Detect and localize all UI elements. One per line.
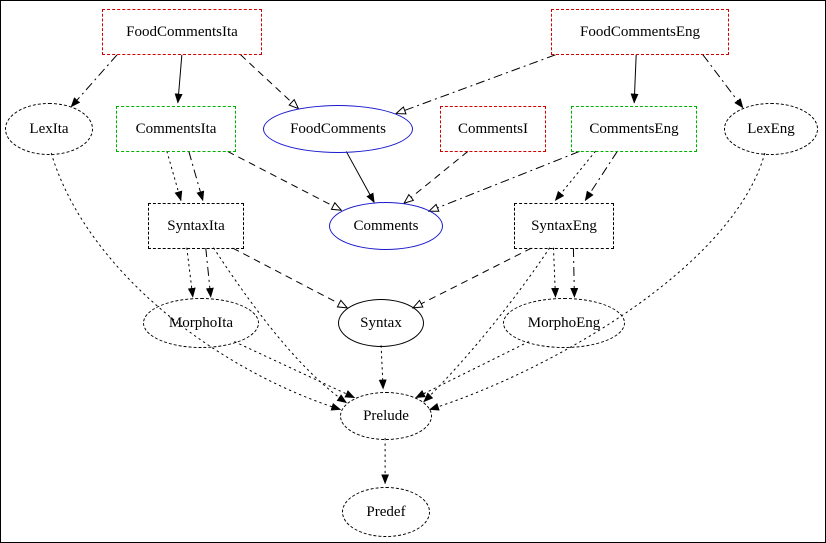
node-FoodCommentsIta: FoodCommentsIta xyxy=(102,9,262,55)
node-MorphoIta: MorphoIta xyxy=(143,298,259,348)
edge-Syntax-to-Prelude xyxy=(378,345,387,390)
edge-CommentsI-to-Comments xyxy=(404,151,469,203)
node-CommentsIta: CommentsIta xyxy=(116,106,236,152)
edge-CommentsEng-to-Comments xyxy=(429,150,580,211)
edge-CommentsIta-to-SyntaxIta xyxy=(166,150,183,202)
node-CommentsI: CommentsI xyxy=(440,106,546,152)
edge-SyntaxIta-to-Prelude xyxy=(213,247,348,404)
edge-SyntaxIta-to-MorphoIta xyxy=(205,248,214,298)
edge-CommentsEng-to-SyntaxEng xyxy=(554,150,596,202)
edge-FoodCommentsIta-to-FoodComments xyxy=(240,54,299,109)
node-Comments: Comments xyxy=(329,202,443,250)
node-CommentsEng: CommentsEng xyxy=(571,106,697,152)
edge-LexEng-to-Prelude xyxy=(428,152,766,411)
edge-CommentsIta-to-SyntaxIta xyxy=(188,151,205,202)
node-FoodComments: FoodComments xyxy=(263,105,413,153)
edge-SyntaxEng-to-Prelude xyxy=(423,247,550,403)
edge-CommentsEng-to-SyntaxEng xyxy=(584,151,618,202)
edge-MorphoEng-to-Prelude xyxy=(415,341,530,399)
edge-FoodCommentsEng-to-CommentsEng xyxy=(630,54,639,104)
node-MorphoEng: MorphoEng xyxy=(503,298,625,348)
node-Prelude: Prelude xyxy=(340,392,432,440)
edge-FoodCommentsEng-to-FoodComments xyxy=(396,54,556,114)
edge-CommentsIta-to-Comments xyxy=(227,151,342,210)
edge-SyntaxEng-to-MorphoEng xyxy=(551,247,560,298)
node-FoodCommentsEng: FoodCommentsEng xyxy=(551,9,729,55)
node-Syntax: Syntax xyxy=(338,299,424,347)
edge-MorphoIta-to-Prelude xyxy=(234,341,356,399)
node-SyntaxEng: SyntaxEng xyxy=(514,203,614,249)
edge-SyntaxEng-to-MorphoEng xyxy=(570,248,579,298)
edge-FoodCommentsIta-to-LexIta xyxy=(70,54,118,108)
edge-SyntaxIta-to-MorphoIta xyxy=(186,247,196,298)
edge-SyntaxEng-to-Syntax xyxy=(413,247,532,308)
node-LexEng: LexEng xyxy=(724,103,818,155)
edge-LexIta-to-Prelude xyxy=(50,152,342,411)
node-Predef: Predef xyxy=(342,487,430,537)
node-LexIta: LexIta xyxy=(5,103,93,155)
edge-FoodCommentsEng-to-LexEng xyxy=(702,54,744,109)
edge-SyntaxIta-to-Syntax xyxy=(232,247,348,308)
node-SyntaxIta: SyntaxIta xyxy=(148,203,244,249)
edge-FoodComments-to-Comments xyxy=(345,151,375,204)
edge-FoodCommentsIta-to-CommentsIta xyxy=(174,54,183,104)
